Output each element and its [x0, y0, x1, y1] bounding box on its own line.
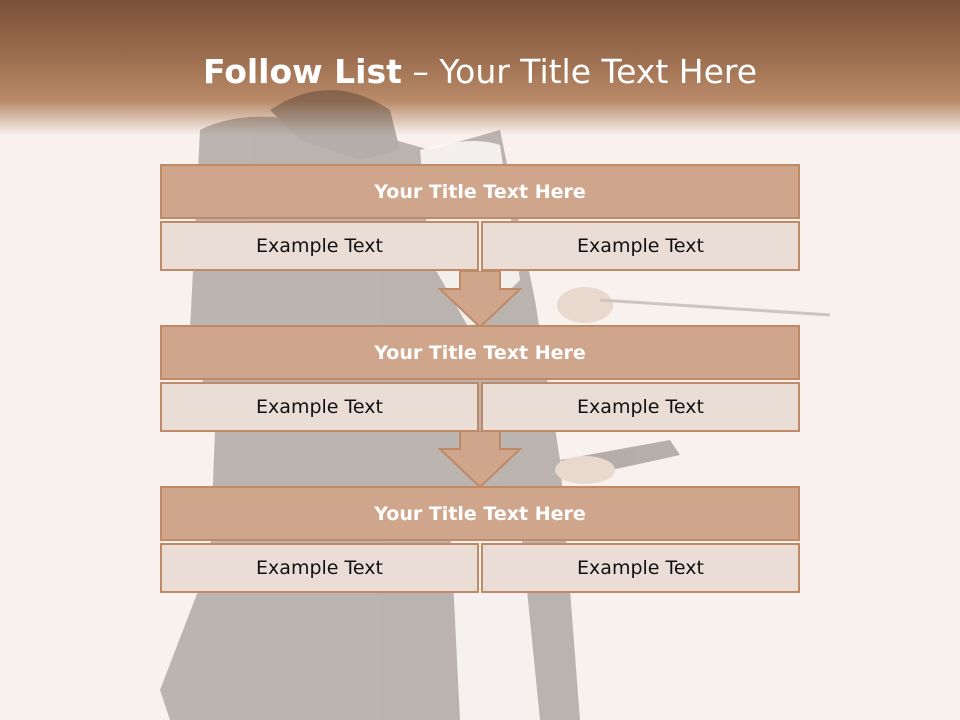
down-arrow-icon: [438, 271, 522, 329]
list-block-3: Your Title Text Here Example Text Exampl…: [160, 486, 800, 593]
block-cell-right[interactable]: Example Text: [481, 221, 800, 271]
block-row: Example Text Example Text: [160, 382, 800, 432]
block-cell-left[interactable]: Example Text: [160, 543, 479, 593]
block-row: Example Text Example Text: [160, 221, 800, 271]
block-cell-right[interactable]: Example Text: [481, 543, 800, 593]
down-arrow-icon: [438, 431, 522, 489]
block-row: Example Text Example Text: [160, 543, 800, 593]
block-cell-left[interactable]: Example Text: [160, 221, 479, 271]
block-cell-right[interactable]: Example Text: [481, 382, 800, 432]
slide-title-bold: Follow List: [202, 52, 402, 91]
block-title[interactable]: Your Title Text Here: [160, 164, 800, 219]
slide-title: Follow List – Your Title Text Here: [0, 52, 960, 91]
list-block-2: Your Title Text Here Example Text Exampl…: [160, 325, 800, 432]
block-title[interactable]: Your Title Text Here: [160, 325, 800, 380]
block-cell-left[interactable]: Example Text: [160, 382, 479, 432]
list-block-1: Your Title Text Here Example Text Exampl…: [160, 164, 800, 271]
block-title[interactable]: Your Title Text Here: [160, 486, 800, 541]
slide-title-rest: – Your Title Text Here: [401, 52, 758, 91]
header-band: [0, 0, 960, 135]
